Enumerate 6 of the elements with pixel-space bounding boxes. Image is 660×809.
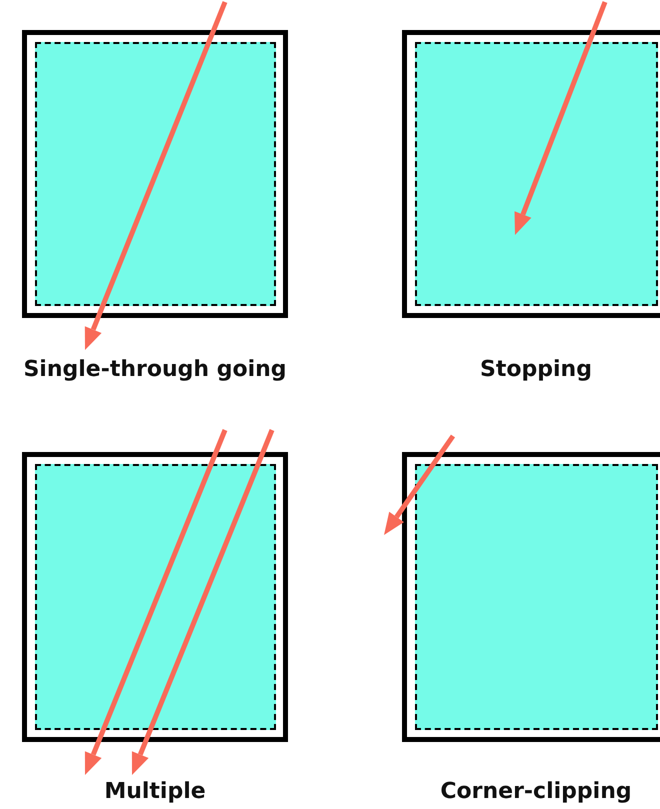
active-region: [35, 464, 276, 730]
panel-caption: Single-through going: [23, 357, 287, 382]
panel-caption: Multiple: [104, 779, 206, 804]
active-region: [35, 42, 276, 306]
panel-caption: Corner-clipping: [440, 779, 632, 804]
panel-caption: Stopping: [480, 357, 592, 382]
